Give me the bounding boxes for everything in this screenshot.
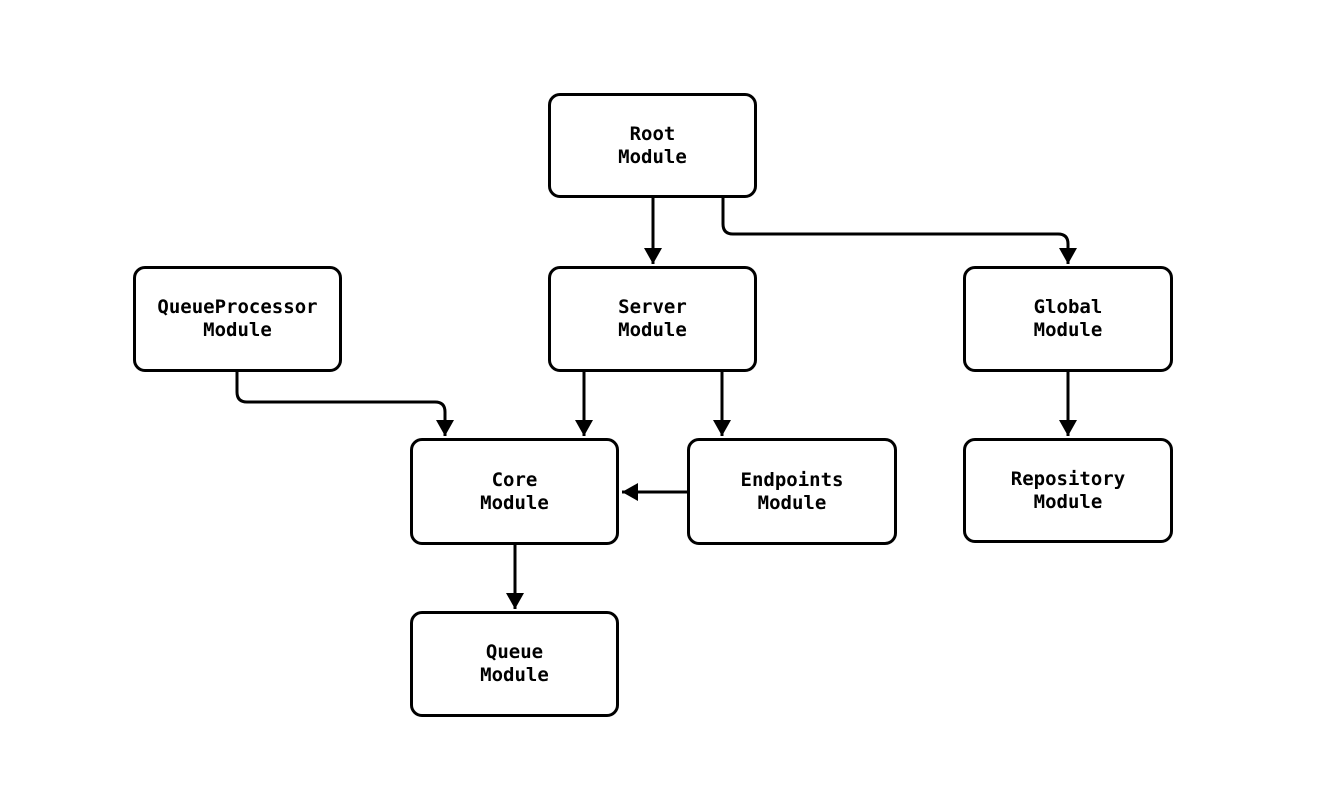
node-endpoints-module: Endpoints Module — [687, 438, 897, 545]
node-core-module-label: Core Module — [480, 468, 549, 514]
node-endpoints-module-label: Endpoints Module — [740, 468, 844, 514]
edge-queueprocessor-to-core — [235, 372, 454, 436]
node-repository-module-label: Repository Module — [1010, 467, 1126, 513]
node-root-module: Root Module — [548, 93, 757, 198]
node-queueprocessor-module-label: QueueProcessor Module — [157, 296, 318, 341]
node-queue-module: Queue Module — [410, 611, 619, 717]
node-server-module-label: Server Module — [618, 296, 687, 341]
node-queueprocessor-module: QueueProcessor Module — [133, 266, 342, 372]
node-global-module: Global Module — [963, 266, 1173, 372]
edge-root-to-global — [721, 198, 1077, 264]
node-global-module-label: Global Module — [1033, 296, 1103, 341]
node-core-module: Core Module — [410, 438, 619, 545]
node-repository-module: Repository Module — [963, 438, 1173, 543]
node-queue-module-label: Queue Module — [480, 641, 549, 686]
node-server-module: Server Module — [548, 266, 757, 372]
node-root-module-label: Root Module — [618, 122, 687, 168]
